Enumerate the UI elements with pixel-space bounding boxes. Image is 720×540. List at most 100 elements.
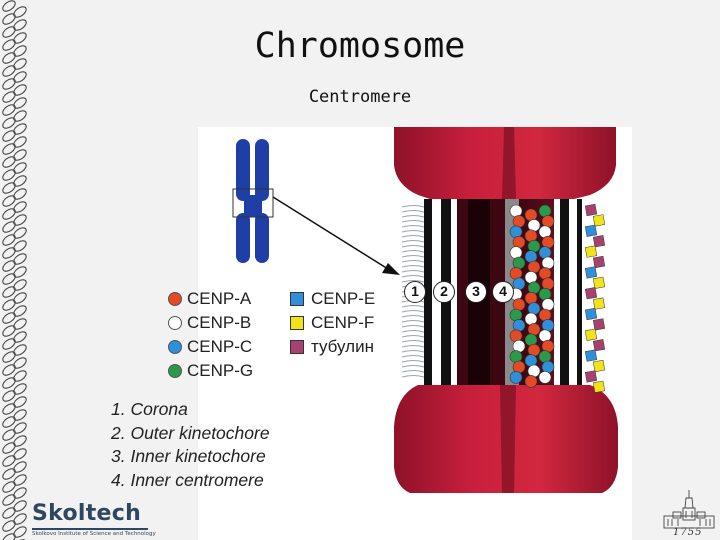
protein-dot [538, 329, 552, 343]
protein-square [592, 359, 606, 373]
blue-square-icon [290, 292, 304, 306]
protein-dot [509, 246, 523, 259]
protein-square [592, 318, 606, 331]
pointer-arrow [272, 196, 400, 275]
corona-fiber [401, 265, 425, 268]
corona-fiber [401, 315, 425, 318]
corona-fiber [401, 375, 425, 378]
protein-dot [509, 204, 523, 218]
layer-item: 4. Inner centromere [111, 469, 264, 490]
protein-square [592, 380, 606, 393]
protein-dot [512, 277, 526, 291]
protein-square [592, 339, 606, 352]
protein-dot [524, 333, 538, 347]
protein-dot [524, 312, 538, 326]
protein-dot [509, 308, 523, 322]
protein-dot [541, 298, 555, 311]
protein-square [584, 370, 598, 383]
corona-fiber [401, 230, 425, 233]
protein-dot [538, 308, 552, 322]
green-circle-icon [168, 364, 182, 378]
red-circle-icon [168, 292, 182, 306]
legend-item-cenp-b: CENP-B [168, 313, 251, 333]
layer-list: 1. Corona 2. Outer kinetochore 3. Inner … [111, 398, 270, 492]
protein-dot [512, 235, 526, 249]
protein-dot [538, 204, 552, 218]
protein-square [584, 266, 598, 279]
chromosome-icon [232, 139, 274, 263]
protein-dot [541, 277, 555, 291]
corona-fiber [401, 220, 425, 223]
layer-item: 1. Corona [111, 399, 188, 419]
layer-item: 2. Outer kinetochore [111, 422, 270, 443]
corona-fiber [401, 240, 425, 243]
blue-circle-icon [168, 340, 182, 354]
corona-fiber [401, 330, 425, 333]
corona-fiber [401, 305, 425, 308]
legend-item-cenp-e: CENP-E [290, 289, 375, 309]
protein-dot [524, 229, 538, 243]
protein-dot [527, 302, 541, 315]
protein-dot [512, 339, 526, 353]
protein-dot [512, 360, 526, 374]
protein-square [584, 307, 598, 321]
protein-square [584, 203, 598, 217]
protein-square [584, 328, 598, 341]
protein-dot [541, 339, 555, 353]
protein-dot [541, 235, 555, 249]
corona-fiber [401, 345, 425, 348]
protein-dot [509, 225, 523, 239]
protein-dot [527, 364, 541, 378]
chromatid-top [394, 127, 616, 199]
legend-label: тубулин [311, 337, 374, 356]
protein-dot [524, 250, 538, 263]
protein-dot [509, 371, 523, 384]
corona-fiber [401, 235, 425, 238]
corona-fiber [401, 205, 425, 208]
corona-fiber [401, 365, 425, 368]
corona-fiber [401, 260, 425, 263]
centromere-figure: 1 2 3 4 [198, 127, 632, 540]
protein-dot [538, 225, 552, 239]
protein-square [592, 214, 606, 227]
protein-dot [524, 208, 538, 222]
protein-dot [509, 350, 523, 363]
layer-number-3: 3 [465, 281, 487, 303]
protein-dot [512, 256, 526, 270]
corona-fiber [401, 255, 425, 258]
protein-dot [527, 281, 541, 295]
protein-dot [538, 246, 552, 259]
protein-dot [527, 323, 541, 336]
layer-number-2: 2 [433, 281, 455, 303]
layer-number-4: 4 [492, 281, 514, 303]
chromatid-bottom [394, 385, 618, 493]
protein-dot [541, 360, 555, 374]
corona-fiber [401, 270, 425, 273]
protein-square [592, 235, 606, 248]
corona-fiber [401, 310, 425, 313]
decorative-chain-border [2, 0, 27, 540]
protein-dot [524, 375, 538, 388]
purple-square-icon [290, 340, 304, 354]
legend-label: CENP-C [187, 337, 253, 356]
legend-label: CENP-G [187, 361, 254, 380]
protein-dot [527, 219, 541, 232]
legend-item-tubulin: тубулин [290, 337, 374, 357]
legend-label: CENP-E [311, 289, 376, 308]
protein-dot [512, 319, 526, 332]
legend-item-cenp-c: CENP-C [168, 337, 252, 357]
layer-item: 3. Inner kinetochore [111, 446, 266, 466]
corona-fiber [401, 225, 425, 228]
protein-square [584, 245, 598, 258]
corona-fiber [401, 250, 425, 253]
corona-fiber [401, 210, 425, 213]
slide-title: Chromosome [254, 26, 466, 66]
protein-dot [527, 260, 541, 274]
protein-dot [538, 267, 552, 280]
protein-square [592, 276, 606, 289]
protein-square [584, 349, 598, 362]
protein-dot [538, 350, 552, 363]
protein-dot [527, 239, 541, 253]
protein-dot [512, 215, 526, 228]
protein-dot [538, 371, 552, 384]
